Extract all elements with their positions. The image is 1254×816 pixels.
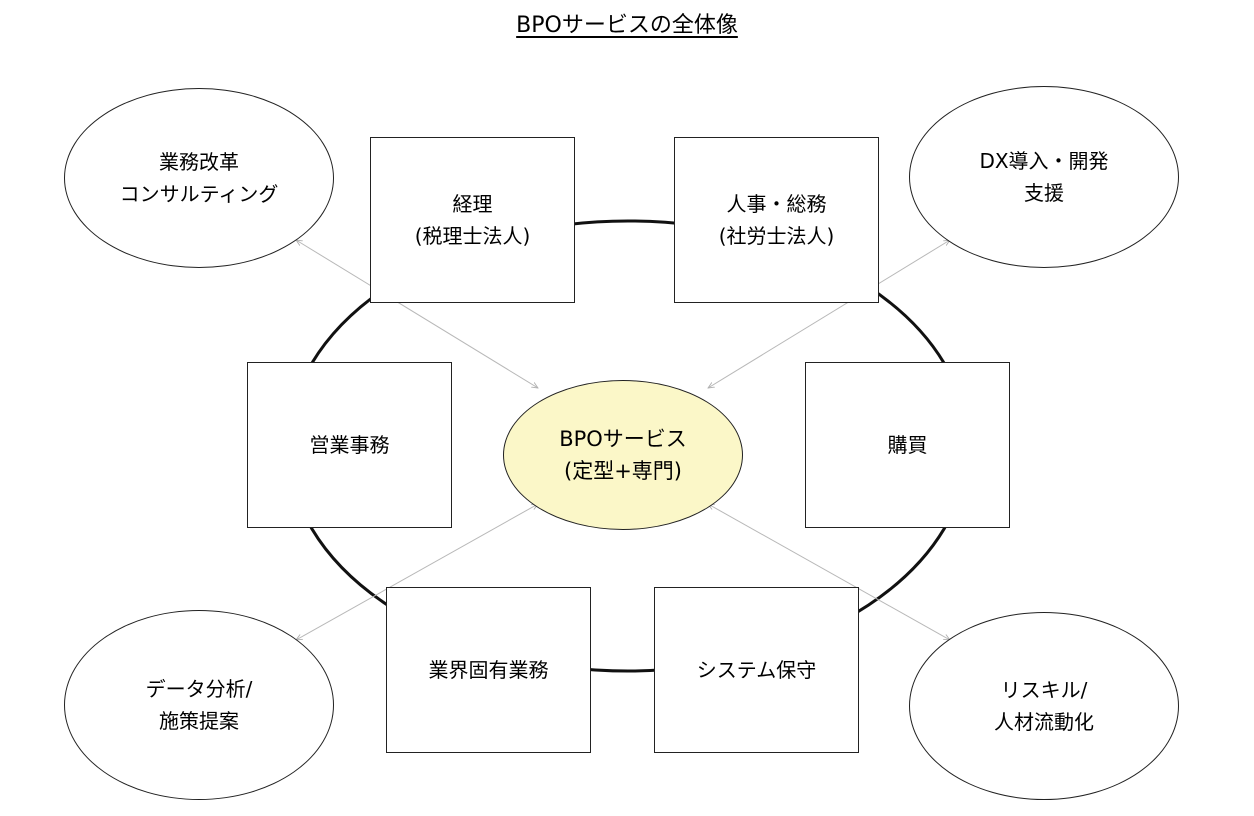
system-box: システム保守 [654,587,859,753]
data-line2: 施策提案 [159,709,239,733]
consulting-line1: 業務改革 [159,150,239,174]
accounting-line2: (税理士法人) [414,224,531,248]
arrow-reskill [708,504,950,640]
center-line2: (定型+専門) [564,459,682,483]
reskill-line2: 人材流動化 [994,710,1094,734]
hr-box: 人事・総務 (社労士法人) [674,137,879,303]
purchasing-box: 購買 [805,362,1010,528]
dx-line2: 支援 [1023,181,1064,205]
system-label: システム保守 [696,658,817,682]
reskill-line1: リスキル/ [1000,678,1088,702]
sales-admin-label: 営業事務 [309,433,390,457]
diagram-title: BPOサービスの全体像 [516,13,738,38]
accounting-line1: 経理 [452,192,493,216]
accounting-box: 経理 (税理士法人) [370,137,575,303]
center-line1: BPOサービス [559,427,687,451]
hr-line1: 人事・総務 [726,192,827,216]
industry-box: 業界固有業務 [386,587,591,753]
consulting-oval: 業務改革 コンサルティング [64,88,334,268]
dx-line1: DX導入・開発 [979,149,1109,173]
bpo-center-oval: BPOサービス (定型+専門) [503,380,743,530]
consulting-line2: コンサルティング [119,182,279,206]
reskill-oval: リスキル/ 人材流動化 [909,612,1179,800]
arrow-data [296,504,538,640]
hr-line2: (社労士法人) [718,224,835,248]
purchasing-label: 購買 [887,433,928,457]
data-line1: データ分析/ [145,677,253,701]
industry-label: 業界固有業務 [428,658,549,682]
data-analysis-oval: データ分析/ 施策提案 [64,610,334,800]
dx-oval: DX導入・開発 支援 [909,86,1179,268]
arrow-consulting [296,240,538,388]
sales-admin-box: 営業事務 [247,362,452,528]
arrow-dx [708,240,950,388]
